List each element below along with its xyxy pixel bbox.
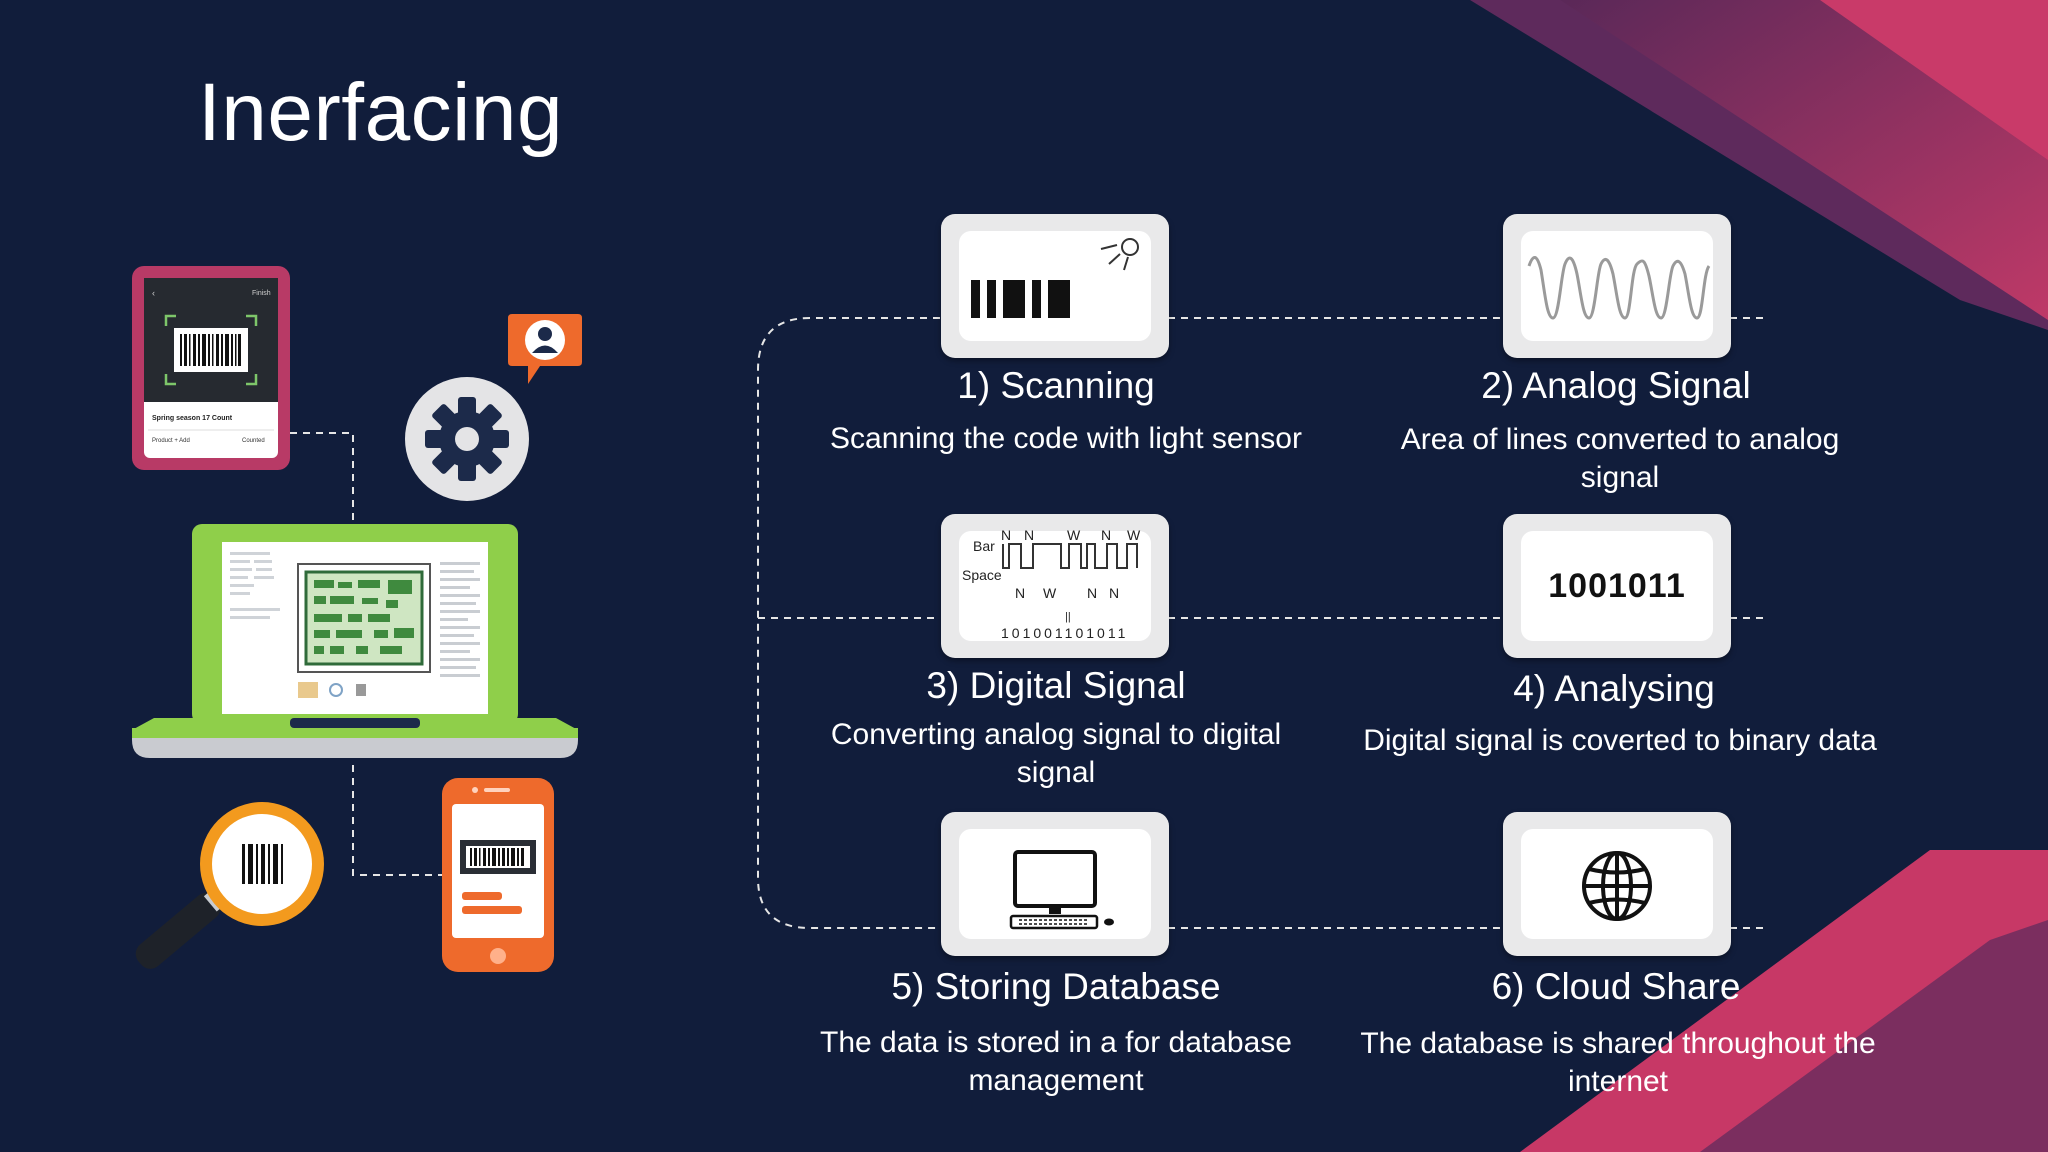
step-4-desc: Digital signal is coverted to binary dat…	[1363, 724, 1877, 757]
top-label-1: N	[1001, 527, 1011, 543]
step-5-card	[941, 812, 1169, 956]
top-label-5: W	[1127, 527, 1141, 543]
step-4-card: 1001011	[1503, 514, 1731, 658]
bottom-label-2: W	[1043, 585, 1057, 601]
slide-title: Inerfacing	[198, 67, 564, 158]
barcode-magnifier-icon	[135, 802, 324, 969]
step-3-title: 3) Digital Signal	[926, 665, 1186, 706]
gear-icon	[405, 377, 529, 501]
step-2-desc: Area of lines converted to analog signal	[1400, 423, 1840, 494]
tablet-footer-left: Product + Add	[152, 438, 190, 444]
top-label-3: W	[1067, 527, 1081, 543]
phone-barcode-icon	[442, 778, 554, 972]
bottom-label-4: N	[1109, 585, 1119, 601]
binary-data-icon: 1001011	[1548, 566, 1686, 605]
tablet-barcode-icon: ‹ Finish Spring season 17 Count Product …	[132, 266, 290, 470]
step-6-title: 6) Cloud Share	[1491, 966, 1741, 1007]
step-6-card	[1503, 812, 1731, 956]
step-5-title: 5) Storing Database	[891, 966, 1221, 1007]
top-right-shape	[1470, 0, 2048, 330]
top-label-4: N	[1101, 527, 1111, 543]
step-2-card	[1503, 214, 1731, 358]
step-1-card	[941, 214, 1169, 358]
bits-label: 101001101011	[1001, 625, 1128, 641]
step-2-title: 2) Analog Signal	[1481, 365, 1751, 406]
laptop-icon	[132, 524, 578, 758]
tablet-header-label: Finish	[252, 290, 271, 297]
svg-text:‹: ‹	[152, 288, 155, 298]
step-6-desc: The database is shared throughout the in…	[1360, 1027, 1876, 1098]
step-4-title: 4) Analysing	[1513, 668, 1715, 709]
user-chat-icon	[508, 314, 582, 384]
computer-icon	[1009, 850, 1114, 930]
tablet-list-label: Spring season 17 Count	[152, 415, 233, 422]
step-1-title: 1) Scanning	[957, 365, 1155, 406]
barcode-light-icon	[971, 238, 1139, 318]
bar-label: Bar	[973, 538, 995, 554]
space-label: Space	[962, 567, 1002, 583]
step-5-desc: The data is stored in a for database man…	[820, 1026, 1292, 1097]
bottom-right-shape	[1520, 850, 2048, 1152]
equals-label: ||	[1065, 611, 1071, 623]
globe-icon	[1582, 851, 1652, 921]
step-1-desc: Scanning the code with light sensor	[830, 422, 1302, 455]
step-3-desc: Converting analog signal to digital sign…	[830, 718, 1282, 789]
tablet-footer-right: Counted	[242, 438, 265, 444]
top-label-2: N	[1024, 527, 1034, 543]
waveform-icon	[1527, 256, 1711, 320]
step-3-card: Bar Space N N W N W N W N N || 101001101…	[941, 514, 1169, 658]
digital-signal-icon: Bar Space N N W N W N W N N || 101001101…	[962, 527, 1141, 641]
bottom-label-1: N	[1015, 585, 1025, 601]
bottom-label-3: N	[1087, 585, 1097, 601]
